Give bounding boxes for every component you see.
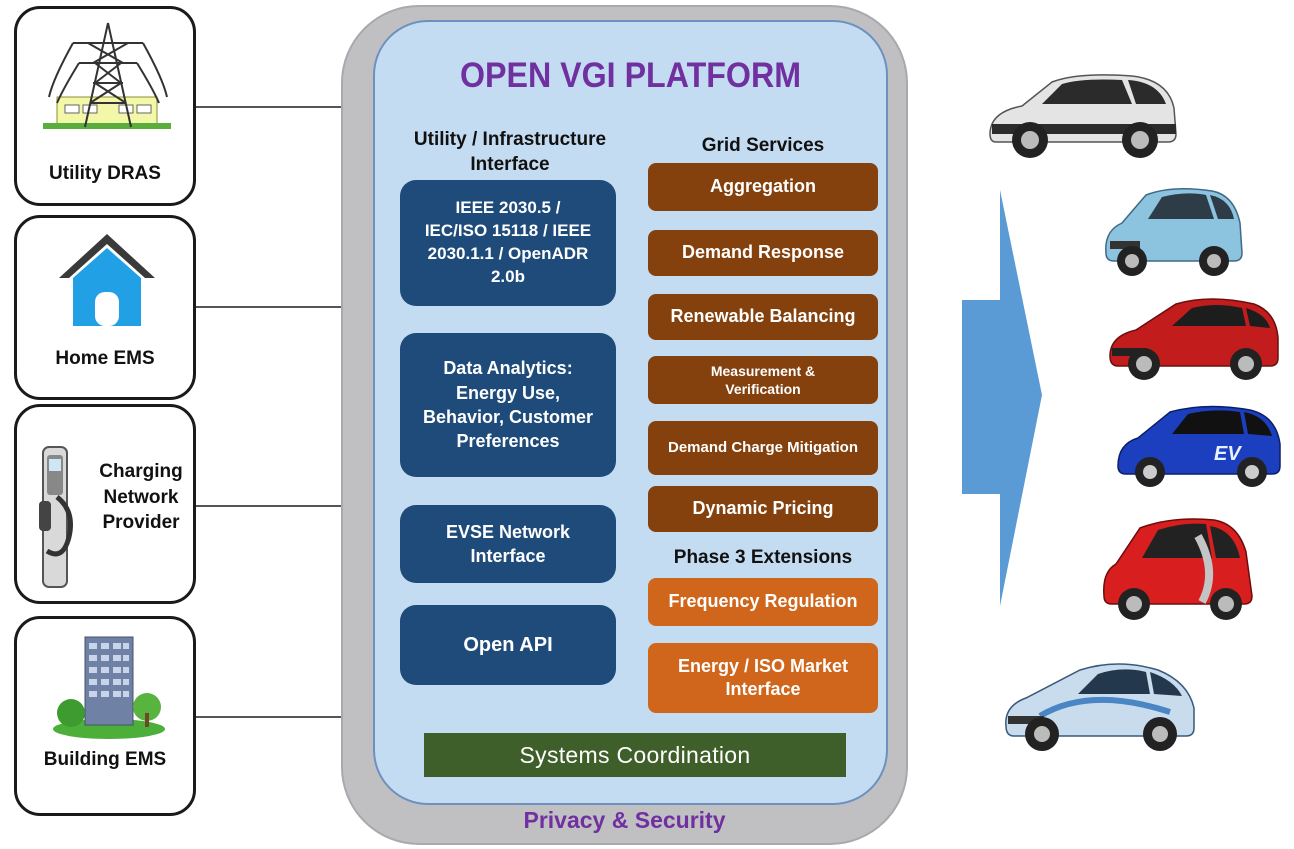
- charging-label-line-2: Network: [103, 486, 179, 508]
- analytics-line-4: Preferences: [456, 431, 560, 452]
- bmw-i3-car-icon: [989, 74, 1177, 158]
- data-analytics-box: Data Analytics: Energy Use, Behavior, Cu…: [400, 333, 616, 477]
- evse-line-1: EVSE Network: [445, 521, 571, 542]
- charging-network-provider-box: Charging Network Provider: [14, 404, 196, 604]
- standards-line-4: 2.0b: [490, 266, 525, 286]
- charging-network-provider-label: Charging Network Provider: [85, 459, 197, 536]
- analytics-line-1: Data Analytics:: [443, 358, 573, 379]
- home-ems-label: Home EMS: [55, 348, 155, 369]
- evse-network-interface-box: EVSE Network Interface: [400, 505, 616, 583]
- office-building-icon: [53, 636, 165, 739]
- svg-text:EV: EV: [1214, 443, 1242, 465]
- standards-line-3: 2030.1.1 / OpenADR: [427, 244, 589, 263]
- energy-iso-line-2: Interface: [725, 679, 801, 699]
- mv-line-2: Verification: [725, 381, 801, 397]
- utility-dras-box: Utility DRAS: [14, 6, 196, 206]
- connector-utility-dras: [196, 106, 376, 108]
- left-heading-line-1: Utility / Infrastructure: [413, 129, 607, 150]
- frequency-regulation-box: Frequency Regulation: [648, 578, 878, 626]
- phase3-extensions-heading: Phase 3 Extensions: [673, 547, 853, 568]
- building-ems-box: Building EMS: [14, 616, 196, 816]
- energy-iso-line-1: Energy / ISO Market: [677, 655, 849, 676]
- grid-services-heading: Grid Services: [701, 135, 825, 156]
- charging-label-line-1: Charging: [99, 461, 183, 482]
- ev-charger-icon: [39, 446, 73, 588]
- standards-line-1: IEEE 2030.5 /: [455, 198, 561, 218]
- utility-infrastructure-heading: Utility / Infrastructure Interface: [392, 128, 628, 177]
- connector-building-ems: [196, 716, 376, 718]
- privacy-security-label: Privacy & Security: [523, 807, 726, 833]
- renewable-balancing-box: Renewable Balancing: [648, 294, 878, 340]
- smart-ev-car-icon: [1103, 518, 1253, 620]
- connector-home-ems: [196, 306, 376, 308]
- energy-iso-market-box: Energy / ISO Market Interface: [648, 643, 878, 713]
- standards-box: IEEE 2030.5 / IEC/ISO 15118 / IEEE 2030.…: [400, 180, 616, 306]
- mv-line-1: Measurement &: [710, 362, 816, 379]
- open-api-label: Open API: [463, 633, 553, 656]
- open-api-box: Open API: [400, 605, 616, 685]
- house-icon: [59, 234, 155, 326]
- demand-response-box: Demand Response: [648, 230, 878, 276]
- transmission-tower-icon: [43, 22, 171, 129]
- chevy-volt-car-icon: [1109, 298, 1279, 380]
- ford-cmax-car-icon: [1105, 188, 1243, 276]
- demand-charge-mitigation-box: Demand Charge Mitigation: [648, 421, 878, 475]
- aggregation-box: Aggregation: [648, 163, 878, 211]
- right-arrow-icon: [962, 190, 1042, 606]
- charging-label-line-3: Provider: [102, 512, 180, 534]
- connector-charging-network: [196, 505, 376, 507]
- analytics-line-2: Energy Use,: [455, 382, 561, 403]
- evse-line-2: Interface: [470, 546, 546, 566]
- prius-plugin-car-icon: [1005, 663, 1195, 751]
- measurement-verification-box: Measurement & Verification: [648, 356, 878, 404]
- platform-title: OPEN VGI PLATFORM: [459, 56, 802, 95]
- honda-fit-ev-car-icon: EV: [1117, 405, 1281, 487]
- building-ems-label: Building EMS: [43, 749, 167, 770]
- standards-line-2: IEC/ISO 15118 / IEEE: [424, 221, 592, 241]
- left-heading-line-2: Interface: [470, 153, 550, 175]
- analytics-line-3: Behavior, Customer: [422, 407, 594, 427]
- utility-dras-label: Utility DRAS: [49, 163, 161, 184]
- systems-coordination-bar: Systems Coordination: [424, 733, 846, 777]
- dynamic-pricing-box: Dynamic Pricing: [648, 486, 878, 532]
- home-ems-box: Home EMS: [14, 215, 196, 400]
